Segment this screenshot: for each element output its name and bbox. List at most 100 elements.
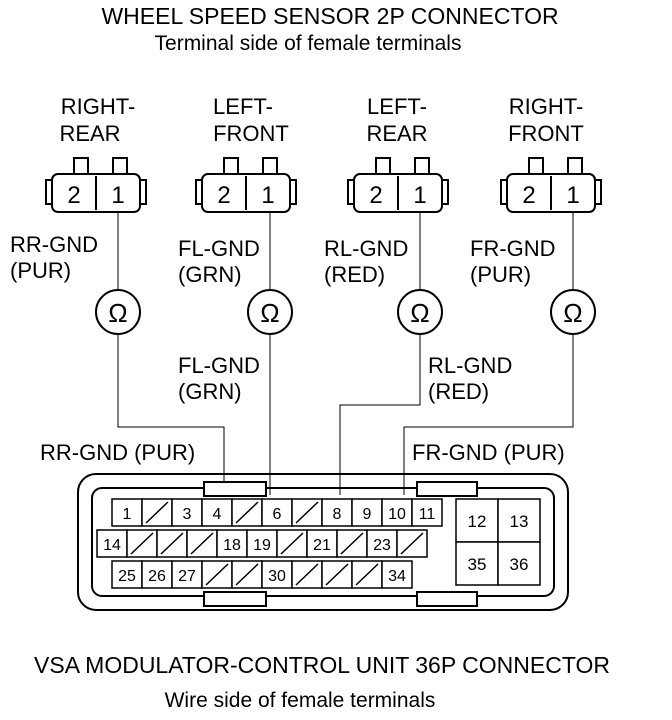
sensor-pin-2: 2 — [369, 182, 382, 209]
unused-pin-slash — [295, 501, 319, 524]
pin-number: 1 — [123, 506, 132, 523]
sensor-2p-connector — [45, 157, 147, 213]
unused-pin-slash — [235, 563, 259, 586]
unused-pin-slash — [295, 563, 319, 586]
footer-title: VSA MODULATOR-CONTROL UNIT 36P CONNECTOR — [34, 652, 610, 678]
pin-number: 34 — [388, 568, 406, 585]
connector-pin — [411, 498, 443, 527]
footer-subtitle: Wire side of female terminals — [165, 689, 436, 712]
connector-pin — [111, 498, 143, 527]
sensor-label-line2: FRONT — [213, 121, 289, 146]
ohm-symbol: Ω — [260, 298, 279, 328]
connector-large-pin — [497, 498, 541, 543]
pin-number: 9 — [363, 506, 372, 523]
sensor-2p-connector — [500, 157, 602, 213]
connector-pin — [141, 560, 173, 589]
pin-number: 18 — [223, 537, 241, 554]
unused-pin-slash — [280, 532, 304, 555]
sensor-label-line2: FRONT — [508, 121, 584, 146]
fl-gnd-color: (GRN) — [178, 379, 242, 404]
pin-number: 26 — [148, 568, 166, 585]
sensor-label-line1: RIGHT- — [61, 94, 136, 119]
sensor-left-rear: LEFT- REAR 2 1 RL-GND (RED) — [324, 94, 449, 287]
wire-label: FL-GND — [178, 236, 260, 261]
sensor-label-line1: LEFT- — [213, 94, 273, 119]
pin-number: 27 — [178, 568, 196, 585]
fl-gnd-label: FL-GND — [178, 353, 260, 378]
connector-large-pins: 12 13 35 36 — [455, 498, 541, 586]
pin-number: 10 — [388, 506, 406, 523]
probe-wires — [117, 212, 574, 495]
ohmmeter-icon — [550, 289, 596, 335]
connector-pin — [261, 560, 293, 589]
pin-number: 14 — [103, 537, 121, 554]
diagram-subtitle: Terminal side of female terminals — [155, 32, 462, 55]
unused-pin-slash — [130, 532, 154, 555]
sensor-pin-1: 1 — [413, 182, 426, 209]
sensor-label-line1: RIGHT- — [509, 94, 584, 119]
unused-pin-slash — [145, 501, 169, 524]
ohmmeter-icon — [95, 289, 141, 335]
diagram-title: WHEEL SPEED SENSOR 2P CONNECTOR — [101, 3, 558, 29]
connector-pin — [216, 529, 248, 558]
ohmmeter-icon — [247, 289, 293, 335]
ohm-symbol: Ω — [563, 298, 582, 328]
connector-pin — [261, 498, 293, 527]
pin-number: 6 — [273, 506, 282, 523]
sensor-right-rear: RIGHT- REAR 2 1 RR-GND (PUR) — [10, 94, 147, 283]
rl-gnd-label: RL-GND — [428, 353, 512, 378]
pin-number: 11 — [419, 506, 436, 523]
sensor-label-line2: REAR — [59, 121, 120, 146]
pin-number: 25 — [118, 568, 136, 585]
connector-pin — [201, 498, 233, 527]
unused-pin-slash — [235, 501, 259, 524]
fr-gnd-label: FR-GND (PUR) — [412, 440, 565, 465]
sensor-2p-connector — [347, 157, 449, 213]
unused-pin-slash — [205, 563, 229, 586]
ohmmeter-icon — [397, 289, 443, 335]
wire-color: (RED) — [324, 262, 385, 287]
pin-number: 36 — [510, 555, 529, 574]
pin-number: 12 — [468, 512, 487, 531]
connector-pin — [171, 498, 203, 527]
pin-number: 3 — [183, 506, 192, 523]
connector-large-pin — [497, 541, 541, 586]
pin-number: 13 — [510, 512, 529, 531]
connector-pin — [381, 498, 413, 527]
ohm-symbol: Ω — [108, 298, 127, 328]
pin-number: 30 — [268, 568, 286, 585]
wire-color: (PUR) — [470, 262, 531, 287]
unused-pin-slash — [400, 532, 424, 555]
sensor-pin-2: 2 — [67, 182, 80, 209]
connector-pin — [381, 560, 413, 589]
connector-large-pin — [455, 498, 499, 543]
sensor-right-front: RIGHT- FRONT 2 1 FR-GND (PUR) — [470, 94, 602, 287]
rl-gnd-color: (RED) — [428, 379, 489, 404]
sensor-pin-1: 1 — [566, 182, 579, 209]
sensor-label-line2: REAR — [366, 121, 427, 146]
unused-pin-slash — [190, 532, 214, 555]
wire-label: FR-GND — [470, 236, 556, 261]
pin-number: 21 — [313, 537, 331, 554]
pin-number: 4 — [213, 506, 222, 523]
sensor-pin-2: 2 — [522, 182, 535, 209]
sensor-pin-1: 1 — [261, 182, 274, 209]
unused-pin-slash — [160, 532, 184, 555]
ohm-symbol: Ω — [410, 298, 429, 328]
pin-number: 8 — [333, 506, 342, 523]
pin-number: 35 — [468, 555, 487, 574]
sensor-left-front: LEFT- FRONT 2 1 FL-GND (GRN) — [178, 94, 297, 287]
unused-pin-slash — [340, 532, 364, 555]
wire-label: RR-GND — [10, 232, 98, 257]
wire-color: (PUR) — [10, 258, 71, 283]
sensor-label-line1: LEFT- — [367, 94, 427, 119]
pin-number: 23 — [373, 537, 391, 554]
sensor-pin-2: 2 — [217, 182, 230, 209]
sensor-pin-1: 1 — [111, 182, 124, 209]
unused-pin-slash — [325, 563, 349, 586]
connector-large-pin — [455, 541, 499, 586]
wire-label: RL-GND — [324, 236, 408, 261]
wire-color: (GRN) — [178, 262, 242, 287]
